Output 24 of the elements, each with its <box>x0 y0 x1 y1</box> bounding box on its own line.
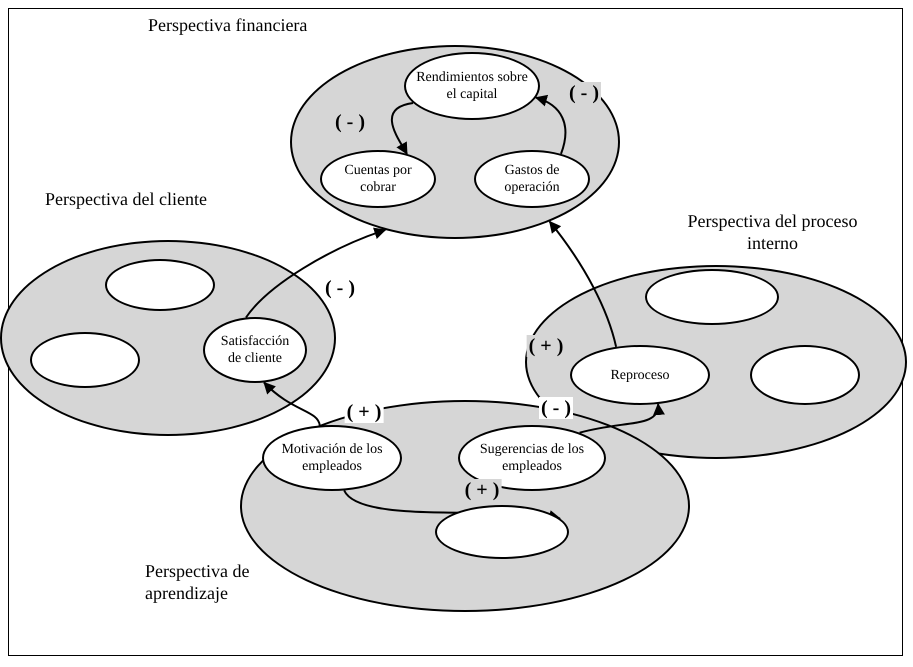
arrow <box>548 220 618 348</box>
arrow <box>579 403 664 434</box>
edge-label: ( - ) <box>567 82 601 104</box>
edge-label: ( - ) <box>539 397 573 419</box>
node-label: Satisfacción de cliente <box>220 333 290 367</box>
arrow <box>534 95 566 154</box>
node-label: Gastos de operación <box>503 162 561 196</box>
edge-label: ( + ) <box>344 401 384 423</box>
node-label: Reproceso <box>609 366 671 384</box>
edge-label: ( + ) <box>462 479 502 501</box>
node-label: Motivación de los empleados <box>280 441 384 475</box>
perspective-heading: Perspectiva de aprendizaje <box>145 560 250 604</box>
node-label: Cuentas por cobrar <box>343 162 413 196</box>
perspective-heading: Perspectiva del cliente <box>45 188 208 210</box>
node-label: Sugerencias de los empleados <box>478 441 586 475</box>
perspective-heading: Perspectiva financiera <box>148 14 308 36</box>
edge-label: ( + ) <box>526 335 566 357</box>
arrow <box>245 228 386 318</box>
edge-label: ( - ) <box>323 277 357 299</box>
node-label: Rendimientos sobre el capital <box>415 69 529 103</box>
arrow <box>263 382 321 426</box>
perspective-heading: Perspectiva del proceso interno <box>686 210 858 254</box>
edge-label: ( - ) <box>333 111 367 133</box>
arrow <box>390 102 414 155</box>
